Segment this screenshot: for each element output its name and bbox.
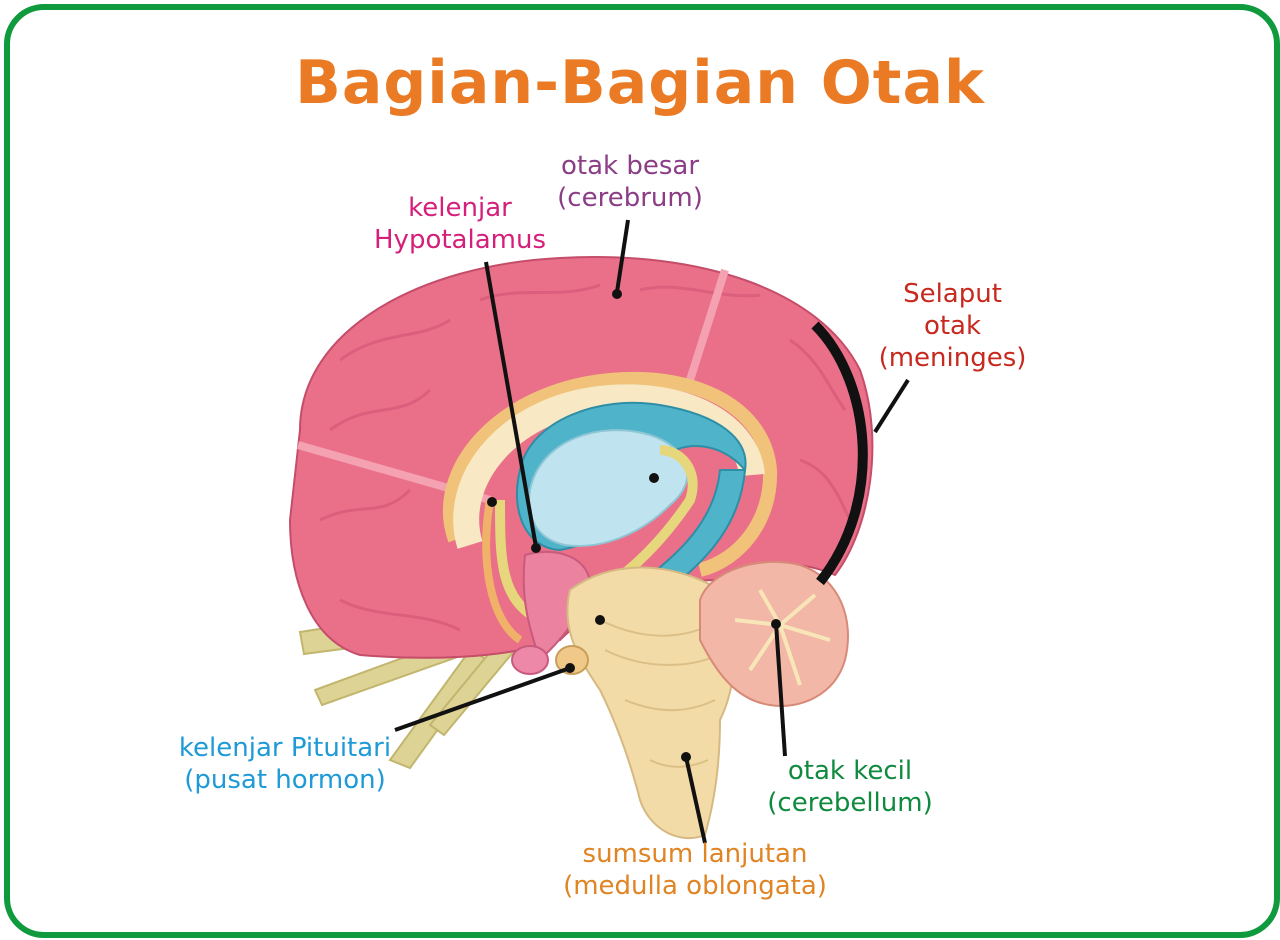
leader-meninges [873, 378, 910, 434]
leader-hypothalamus [484, 261, 538, 548]
label-pituitary-line1: kelenjar Pituitari [178, 733, 392, 763]
diagram-title: Bagian-Bagian Otak [295, 48, 985, 118]
label-hypothalamus-line1: kelenjar [408, 193, 512, 223]
pons-knob [555, 645, 589, 675]
leader-cerebellum [774, 622, 787, 757]
label-pituitary: kelenjar Pituitari (pusat hormon) [150, 732, 420, 796]
hypothalamus-shape [522, 550, 592, 662]
label-cerebellum-line2: (cerebellum) [767, 788, 933, 818]
section-cut-line-top [686, 268, 729, 382]
label-meninges-line2: otak [923, 311, 982, 341]
leader-lines [394, 219, 910, 844]
label-hypothalamus: kelenjar Hypotalamus [360, 192, 560, 256]
label-cerebrum: otak besar (cerebrum) [540, 150, 720, 214]
leader-dots [487, 289, 781, 762]
label-medulla-line2: (medulla oblongata) [563, 871, 827, 901]
leader-cerebrum [615, 219, 630, 293]
leader-medulla [684, 756, 707, 844]
thalamus [528, 429, 689, 547]
green-rounded-frame [4, 4, 1280, 938]
meninges-arc [811, 321, 868, 586]
label-pituitary-line2: (pusat hormon) [184, 765, 386, 795]
leader-pituitary [394, 666, 571, 732]
cerebrum-folds [319, 283, 852, 632]
label-hypothalamus-line2: Hypotalamus [374, 225, 546, 255]
label-meninges-line3: (meninges) [878, 343, 1027, 373]
label-meninges-line1: Selaput [903, 279, 1002, 309]
label-medulla-line1: sumsum lanjutan [582, 839, 808, 869]
label-meninges: Selaput otak (meninges) [870, 278, 1035, 374]
inner-ring-outer [443, 372, 778, 577]
fornix-orange [482, 499, 523, 644]
label-cerebellum-line1: otak kecil [787, 756, 913, 786]
pituitary-shape [511, 645, 549, 675]
label-cerebrum-line1: otak besar [560, 151, 700, 181]
label-cerebellum: otak kecil (cerebellum) [740, 755, 960, 819]
label-cerebrum-line2: (cerebrum) [557, 183, 703, 213]
label-medulla: sumsum lanjutan (medulla oblongata) [545, 838, 845, 902]
